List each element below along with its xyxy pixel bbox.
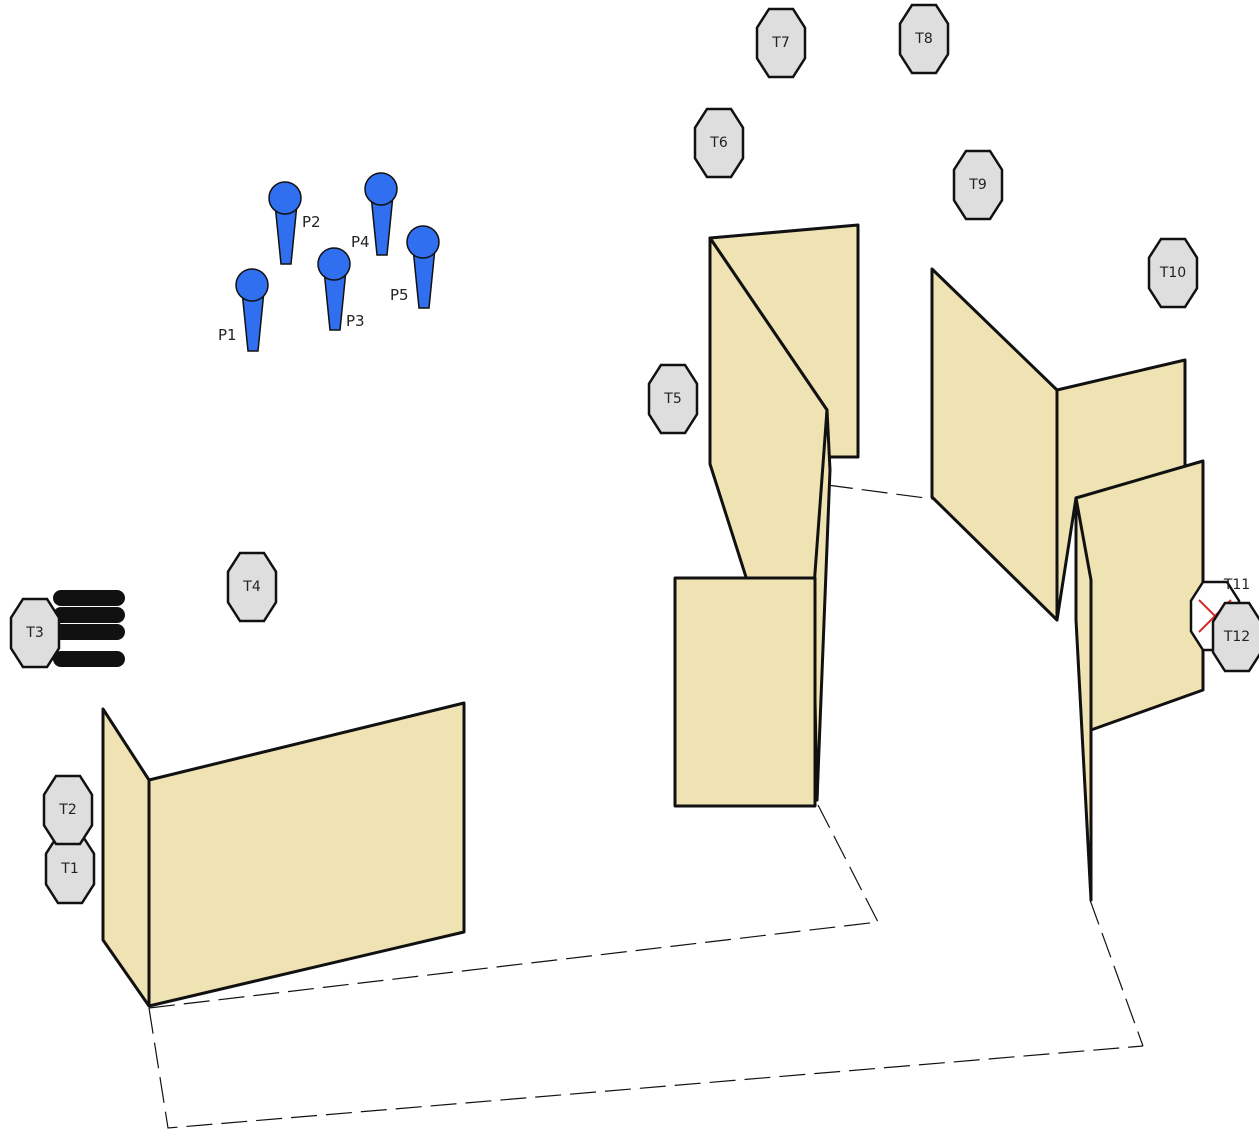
target-t4: T4 (226, 551, 278, 623)
shooter-marker-icon (317, 247, 351, 331)
target-label: T7 (771, 35, 789, 51)
target-shape (1147, 237, 1199, 309)
wall-left-front-panel (147, 701, 466, 1008)
target-label: T2 (58, 802, 76, 818)
target-label: T5 (663, 391, 681, 407)
wall-right-angled-panel (930, 267, 1059, 622)
target-label: T10 (1159, 265, 1186, 281)
shooter-label: P3 (346, 312, 365, 330)
target-label: T1 (60, 861, 78, 877)
shooter-p4: P4 (351, 172, 398, 256)
shooter-marker-icon (268, 181, 302, 265)
target-t6: T6 (693, 107, 745, 179)
fault-line-mid (148, 804, 879, 1009)
target-t10: T10 (1147, 237, 1199, 309)
shooter-marker-icon (406, 225, 440, 309)
target-label: T11 (1223, 577, 1250, 593)
fault-line-right (1089, 899, 1144, 1047)
target-shape (898, 3, 950, 75)
fault-lines (148, 484, 1144, 1129)
target-label: T6 (709, 135, 728, 151)
wall-center-low-box (673, 576, 817, 808)
target-shape (9, 597, 61, 669)
target-t5: T5 (647, 363, 699, 435)
target-label: T12 (1223, 629, 1250, 645)
barrel-stack-icon (53, 590, 125, 667)
shooter-label: P1 (218, 326, 237, 344)
target-t9: T9 (952, 149, 1004, 221)
target-label: T8 (914, 31, 932, 47)
shooter-label: P5 (390, 286, 409, 304)
target-shape (952, 149, 1004, 221)
shooter-marker-icon (364, 172, 398, 256)
target-t1: T1 (44, 833, 96, 905)
target-label: T4 (242, 579, 261, 595)
fault-line-left (148, 1007, 1144, 1129)
target-shape (755, 7, 807, 79)
target-shape (42, 774, 94, 846)
wall-right-front-panel (1074, 459, 1205, 732)
fault-line-top (826, 484, 934, 500)
shooter-p3: P3 (317, 247, 365, 331)
shooter-p5: P5 (390, 225, 440, 309)
shooter-p1: P1 (218, 268, 269, 352)
target-label: T3 (25, 625, 43, 641)
target-shape (1211, 601, 1259, 673)
shooter-label: P2 (302, 213, 321, 231)
target-t2: T2 (42, 774, 94, 846)
wall-left-side-panel (101, 707, 151, 1008)
shooter-marker-icon (235, 268, 269, 352)
shooter-label: P4 (351, 233, 370, 251)
shooter-p2: P2 (268, 181, 321, 265)
target-shape (693, 107, 745, 179)
target-t12: T12 (1211, 601, 1259, 673)
wall-right-thin-panel (1074, 496, 1093, 902)
wall-center-thin-panel (811, 408, 832, 802)
target-shape (226, 551, 278, 623)
target-t7: T7 (755, 7, 807, 79)
target-t8: T8 (898, 3, 950, 75)
walls (101, 223, 1205, 1008)
target-shape (647, 363, 699, 435)
target-t3: T3 (9, 597, 61, 669)
target-shape (44, 833, 96, 905)
target-label: T9 (968, 177, 986, 193)
